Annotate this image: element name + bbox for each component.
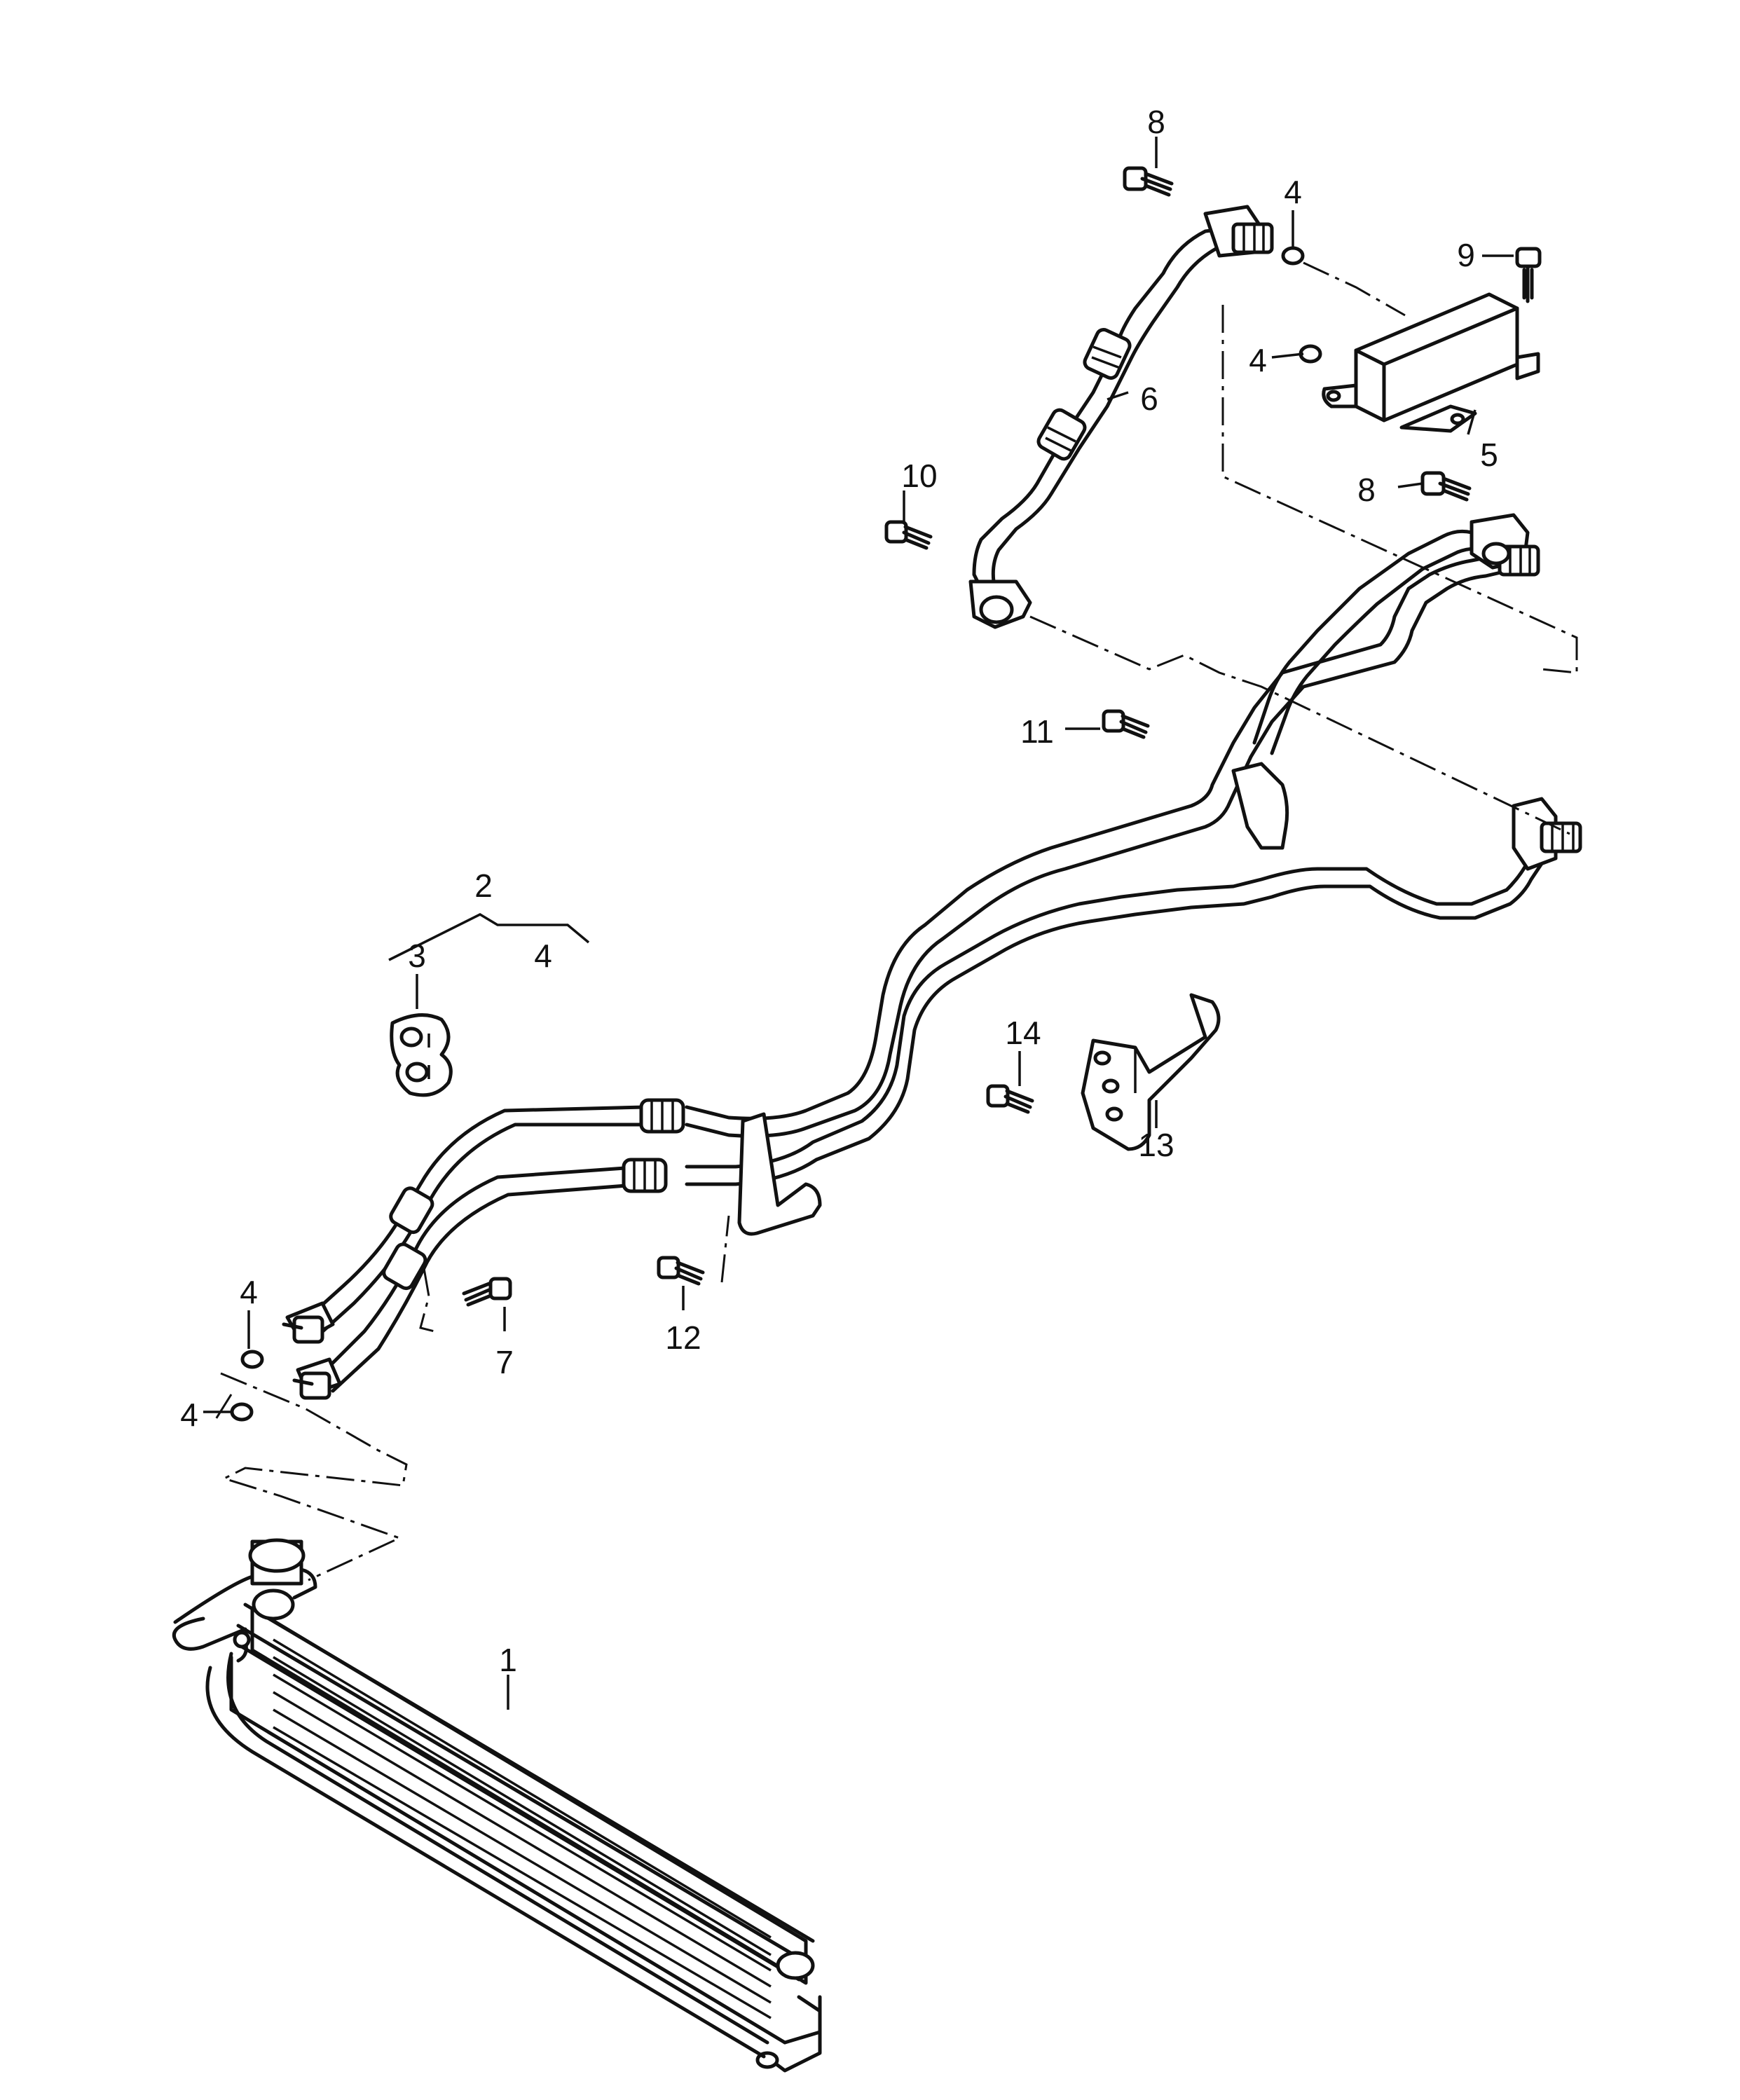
callout-9: 9 (1457, 237, 1475, 273)
bolt-10[interactable] (884, 520, 933, 550)
seal-ring-left-upper[interactable] (240, 1350, 264, 1369)
seal-ring-mid[interactable] (1299, 344, 1322, 364)
callout-4-seal-left-lower: 4 (180, 1396, 198, 1433)
bolt-8-top[interactable] (1123, 166, 1174, 197)
callout-8-right: 8 (1357, 472, 1376, 508)
bolt-8-right[interactable] (1420, 471, 1472, 502)
pipe-clip[interactable] (390, 1013, 453, 1097)
bolt-12[interactable] (657, 1256, 705, 1286)
seal-ring-top[interactable] (1281, 246, 1305, 266)
seal-ring-left-lower[interactable] (230, 1402, 254, 1422)
leader-lines (203, 137, 1514, 1710)
callout-7: 7 (495, 1344, 514, 1380)
filter-housing[interactable] (1322, 292, 1540, 433)
assembly-lines (212, 261, 1578, 1581)
upper-oil-line[interactable] (968, 205, 1274, 629)
upper-right-line (1252, 513, 1540, 755)
bolt-14[interactable] (986, 1084, 1034, 1114)
callout-4-seal-top: 4 (1284, 174, 1302, 210)
cooler-upper-connection (172, 1538, 317, 1663)
callout-12: 12 (665, 1319, 701, 1356)
callout-3: 3 (408, 938, 426, 974)
callout-14: 14 (1005, 1015, 1041, 1051)
callout-13: 13 (1138, 1127, 1174, 1163)
callout-5: 5 (1480, 437, 1498, 473)
callout-10: 10 (901, 458, 937, 494)
bolt-11[interactable] (1102, 709, 1150, 739)
callout-4-seal-left-upper: 4 (240, 1274, 258, 1310)
callout-labels: 8 4 9 4 6 5 10 8 11 2 3 4 14 13 4 7 12 4… (180, 104, 1498, 1678)
lower-oil-lines[interactable] (282, 551, 1582, 1400)
callout-4-group: 4 (534, 938, 552, 974)
oil-cooler[interactable] (205, 1603, 822, 2073)
callout-8-top: 8 (1147, 104, 1165, 140)
callout-2: 2 (474, 867, 493, 904)
bolt-7[interactable] (462, 1277, 512, 1307)
callout-11: 11 (1020, 713, 1054, 750)
callout-1: 1 (499, 1642, 517, 1678)
mounting-bracket[interactable] (1081, 993, 1221, 1151)
callout-4-seal-mid: 4 (1249, 342, 1267, 378)
callout-6: 6 (1140, 380, 1158, 417)
bolt-9[interactable] (1515, 247, 1542, 303)
